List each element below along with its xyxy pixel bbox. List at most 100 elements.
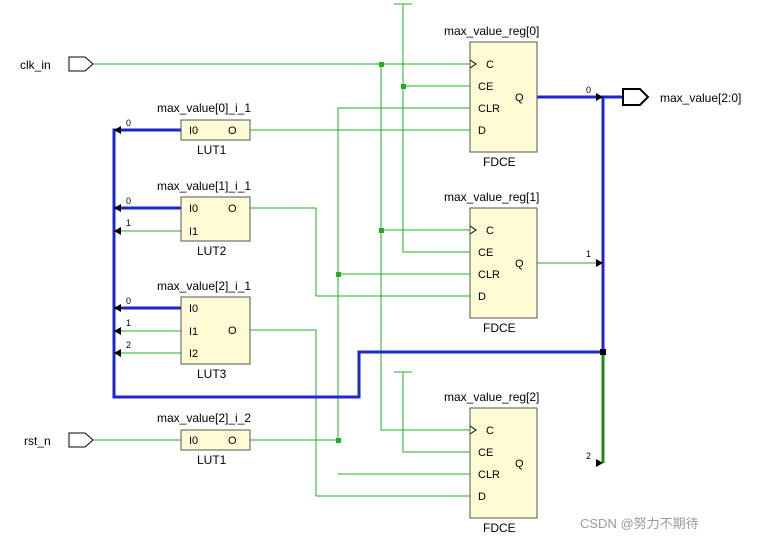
bus-bit-labels: 0 0 1 0 1 2 0 1 2: [126, 85, 591, 461]
junction-dot: [401, 84, 406, 89]
pin-label: I2: [189, 348, 198, 360]
lut-cell[interactable]: max_value[2]_i_1 I0 I1 I2 O LUT3: [157, 279, 251, 381]
cell-body: [180, 429, 251, 451]
lut-cell[interactable]: max_value[2]_i_2 I0 O LUT1: [157, 411, 251, 467]
port-label-rst: rst_n: [24, 434, 51, 448]
cell-type: FDCE: [483, 321, 516, 335]
cell-instance-name: max_value_reg[0]: [444, 24, 539, 38]
pin-label: C: [486, 225, 494, 237]
cell-body: [469, 407, 538, 519]
pin-label: D: [478, 491, 486, 503]
net-d1[interactable]: [250, 207, 470, 297]
ripper-arrow: [114, 304, 121, 312]
net-junctions: [336, 62, 406, 443]
pin-label: CLR: [478, 469, 500, 481]
bit-label: 1: [126, 318, 131, 328]
ripper-arrow: [114, 126, 121, 134]
cell-type: FDCE: [483, 521, 516, 535]
pin-label: CE: [478, 247, 493, 259]
pin-label: CLR: [478, 269, 500, 281]
bit-label: 0: [586, 85, 591, 95]
pin-label: CLR: [478, 103, 500, 115]
bus-max-value[interactable]: [112, 95, 605, 399]
pin-label: CE: [478, 81, 493, 93]
cell-body: [469, 41, 538, 153]
port-label-clk: clk_in: [20, 58, 51, 72]
port-max-value[interactable]: [622, 88, 650, 106]
net-ce-top[interactable]: [402, 4, 470, 253]
pin-label: O: [228, 203, 237, 215]
pin-label: C: [486, 59, 494, 71]
cell-type: LUT2: [197, 244, 227, 258]
bit-label: 0: [126, 118, 131, 128]
junction-dot: [379, 62, 384, 67]
ff-cell[interactable]: max_value_reg[0] C CE CLR D Q FDCE: [444, 24, 539, 169]
ripper-arrow: [596, 93, 603, 101]
pin-label: CE: [478, 447, 493, 459]
ripper-arrow: [114, 327, 121, 335]
bit-label: 1: [126, 218, 131, 228]
bus-lines: [112, 95, 623, 463]
cell-instance-name: max_value[0]_i_1: [157, 101, 251, 115]
pin-label: Q: [515, 92, 524, 104]
cell-body: [180, 196, 251, 242]
net-d2[interactable]: [250, 329, 470, 497]
pin-label: D: [478, 291, 486, 303]
clock-input-marker: [469, 225, 477, 235]
port-rst-n[interactable]: [68, 432, 94, 448]
pin-label: Q: [515, 458, 524, 470]
ripper-arrow: [114, 349, 121, 357]
pin-label: I0: [189, 303, 198, 315]
pin-label: Q: [515, 258, 524, 270]
cell-instance-name: max_value_reg[2]: [444, 390, 539, 404]
bit-label: 0: [126, 196, 131, 206]
pin-label: I1: [189, 326, 198, 338]
pin-label: O: [228, 125, 237, 137]
cell-type: LUT1: [197, 453, 227, 467]
net-clr[interactable]: [250, 107, 470, 475]
port-clk-in[interactable]: [68, 56, 94, 72]
ff-cell[interactable]: max_value_reg[1] C CE CLR D Q FDCE: [444, 190, 539, 335]
bus-rippers: [114, 93, 606, 467]
cell-body: [180, 296, 251, 365]
port-label-max-value: max_value[2:0]: [660, 91, 741, 105]
cell-body: [469, 207, 538, 319]
cell-instance-name: max_value[2]_i_1: [157, 279, 251, 293]
clock-input-marker: [469, 59, 477, 69]
pin-label: I0: [189, 125, 198, 137]
pin-label: I0: [189, 203, 198, 215]
pin-label: C: [486, 425, 494, 437]
cell-instance-name: max_value[1]_i_1: [157, 179, 251, 193]
cell-type: FDCE: [483, 155, 516, 169]
net-lut-in-wires: [93, 230, 181, 441]
bit-label: 1: [586, 249, 591, 259]
net-clk[interactable]: [93, 63, 470, 431]
lut-cell[interactable]: max_value[1]_i_1 I0 I1 O LUT2: [157, 179, 251, 258]
ripper-arrow: [114, 204, 121, 212]
junction-dot: [336, 438, 341, 443]
junction-dot: [379, 228, 384, 233]
bit-label: 0: [126, 296, 131, 306]
bit-label: 2: [126, 340, 131, 350]
clock-input-marker: [469, 425, 477, 435]
bit-label: 2: [586, 451, 591, 461]
ripper-arrow: [114, 227, 121, 235]
pin-label: O: [228, 325, 237, 337]
cell-type: LUT3: [197, 367, 227, 381]
cell-type: LUT1: [197, 143, 227, 157]
net-ce-bottom[interactable]: [402, 372, 470, 453]
net-wires: [93, 3, 603, 497]
pin-label: I0: [189, 435, 198, 447]
ff-cell[interactable]: max_value_reg[2] C CE CLR D Q FDCE: [444, 390, 539, 535]
junction-dot: [336, 272, 341, 277]
junction-dot: [600, 349, 606, 355]
watermark: CSDN @努力不期待: [580, 516, 699, 531]
cell-instance-name: max_value[2]_i_2: [157, 411, 251, 425]
io-ports: clk_in rst_n max_value[2:0]: [20, 56, 741, 448]
pin-label: O: [228, 435, 237, 447]
ripper-arrow: [596, 259, 603, 267]
ripper-arrow: [596, 459, 603, 467]
lut-cell[interactable]: max_value[0]_i_1 I0 O LUT1: [157, 101, 251, 157]
pin-label: I1: [189, 226, 198, 238]
